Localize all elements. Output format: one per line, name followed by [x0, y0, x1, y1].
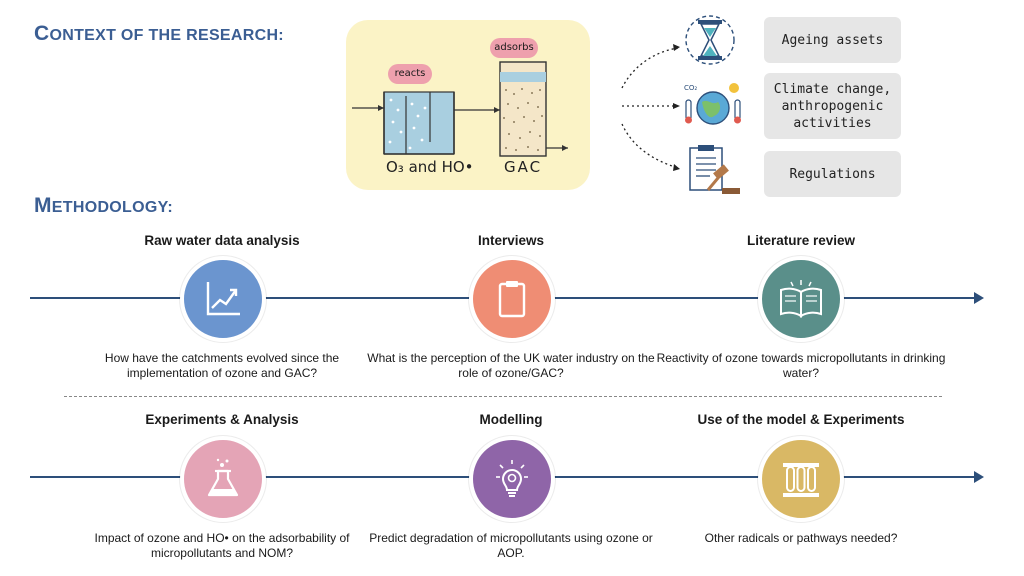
literature-circle	[758, 256, 844, 342]
step-title-modelling: Modelling	[479, 412, 543, 427]
question-raw-water: How have the catchments evolved since th…	[104, 351, 340, 380]
gac-label: GAC	[504, 158, 543, 176]
modelling-circle	[469, 436, 555, 522]
step-title-interviews: Interviews	[477, 233, 545, 248]
step-title-raw-water: Raw water data analysis	[144, 233, 300, 248]
question-interviews: What is the perception of the UK water i…	[367, 351, 655, 380]
experiments-circle	[180, 436, 266, 522]
context-title: CONTEXT OF THE RESEARCH:	[34, 22, 284, 45]
svg-text:CO₂: CO₂	[684, 84, 697, 92]
step-title-use-of-model: Use of the model & Experiments	[697, 412, 905, 427]
timeline-arrowhead	[974, 471, 984, 483]
row-divider	[64, 396, 942, 397]
interviews-circle	[469, 256, 555, 342]
timeline-arrowhead	[974, 292, 984, 304]
question-experiments: Impact of ozone and HO• on the adsorbabi…	[94, 531, 350, 560]
driver-ageing-assets: Ageing assets	[764, 17, 901, 63]
hourglass-icon	[685, 15, 735, 65]
methodology-title: METHODOLOGY:	[34, 194, 174, 217]
reacts-label: reacts	[388, 64, 432, 84]
driver-climate-change: Climate change, anthropogenic activities	[764, 73, 901, 139]
clipboard-icon	[498, 281, 526, 318]
step-title-experiments: Experiments & Analysis	[145, 412, 299, 427]
adsorbs-label: adsorbs	[490, 38, 538, 58]
ozone-label: O₃ and HO•	[386, 158, 474, 176]
driver-regulations: Regulations	[764, 151, 901, 197]
process-sketch-drawing	[352, 61, 568, 157]
trend-chart-icon	[206, 282, 240, 316]
driver-arrows	[621, 44, 680, 171]
gavel-document-icon	[689, 145, 740, 194]
flask-icon	[207, 458, 239, 497]
question-literature: Reactivity of ozone towards micropolluta…	[656, 351, 946, 380]
raw-water-circle	[180, 256, 266, 342]
step-title-literature: Literature review	[746, 233, 856, 248]
question-use-of-model: Other radicals or pathways needed?	[704, 531, 898, 545]
use-of-model-circle	[758, 436, 844, 522]
open-book-icon	[780, 280, 822, 318]
test-tubes-icon	[783, 463, 819, 497]
globe-climate-icon: CO₂	[684, 83, 741, 125]
question-modelling: Predict degradation of micropollutants u…	[369, 531, 653, 560]
gear-bulb-icon	[496, 460, 528, 497]
process-sketch: reacts adsorbs O₃ and HO• GAC	[346, 20, 590, 190]
